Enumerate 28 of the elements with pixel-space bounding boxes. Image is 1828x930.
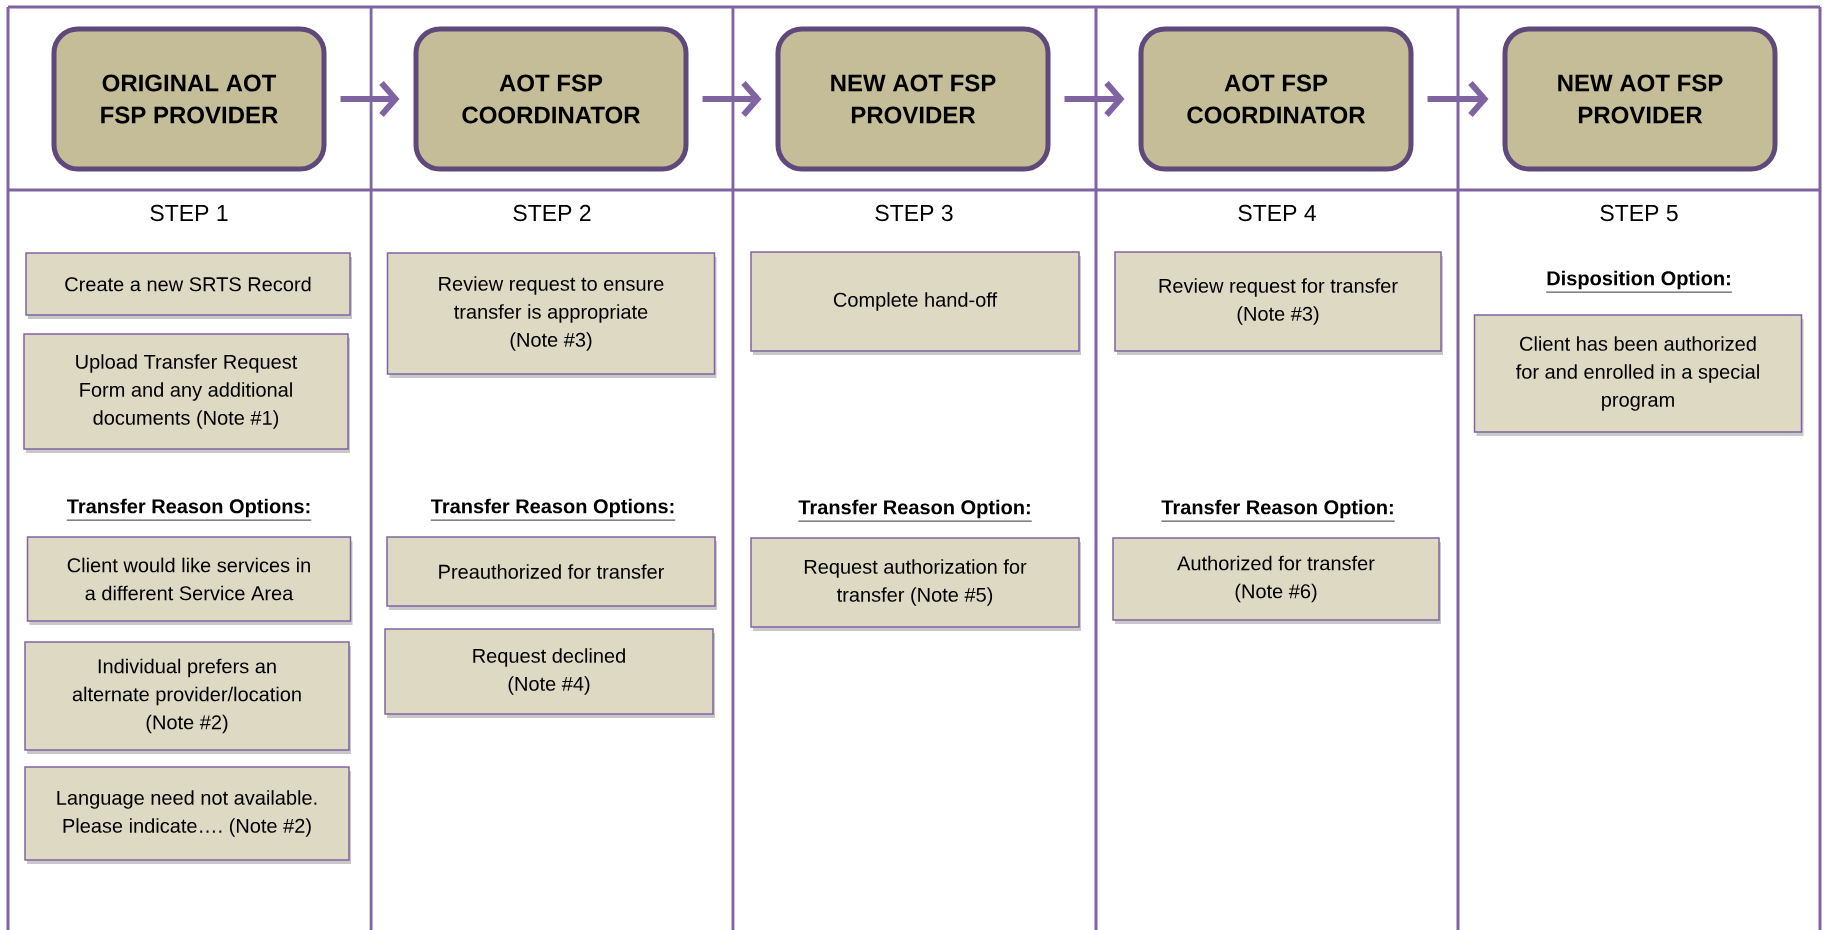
role-box: AOT FSP COORDINATOR bbox=[413, 26, 689, 172]
section-heading: Transfer Reason Options: bbox=[430, 498, 676, 521]
step-label: STEP 1 bbox=[150, 204, 228, 222]
task-box: Request declined (Note #4) bbox=[384, 628, 715, 718]
step-label: STEP 5 bbox=[1600, 204, 1678, 222]
section-heading: Transfer Reason Option: bbox=[797, 499, 1033, 522]
task-box: Create a new SRTS Record bbox=[25, 252, 352, 319]
step-label: STEP 2 bbox=[513, 204, 591, 222]
section-heading: Transfer Reason Options: bbox=[66, 498, 312, 521]
task-box: Client would like services in a different Service Area bbox=[26, 536, 353, 625]
task-box: Client has been authorized for and enrolled in a special program bbox=[1473, 314, 1804, 436]
task-box: Complete hand-off bbox=[750, 251, 1081, 355]
role-box: NEW AOT FSP PROVIDER bbox=[775, 26, 1051, 172]
task-box: Individual prefers an alternate provider/location (Note #2) bbox=[24, 641, 351, 754]
section-heading: Transfer Reason Option: bbox=[1160, 499, 1396, 522]
task-box: Review request to ensure transfer is appropriate (Note #3) bbox=[386, 252, 717, 378]
task-box: Preauthorized for transfer bbox=[386, 536, 717, 610]
task-box: Review request for transfer (Note #3) bbox=[1114, 251, 1443, 355]
task-box: Language need not available. Please indicate…. (Note #2) bbox=[24, 766, 351, 864]
step-label: STEP 4 bbox=[1238, 204, 1316, 222]
step-label: STEP 3 bbox=[875, 204, 953, 222]
role-box: AOT FSP COORDINATOR bbox=[1138, 26, 1414, 172]
role-box: ORIGINAL AOT FSP PROVIDER bbox=[51, 26, 327, 172]
task-box: Authorized for transfer (Note #6) bbox=[1112, 537, 1441, 624]
task-box: Upload Transfer Request Form and any additional documents (Note #1) bbox=[23, 333, 350, 453]
task-box: Request authorization for transfer (Note #5) bbox=[750, 537, 1081, 631]
role-box: NEW AOT FSP PROVIDER bbox=[1502, 26, 1778, 172]
section-heading: Disposition Option: bbox=[1545, 270, 1733, 293]
